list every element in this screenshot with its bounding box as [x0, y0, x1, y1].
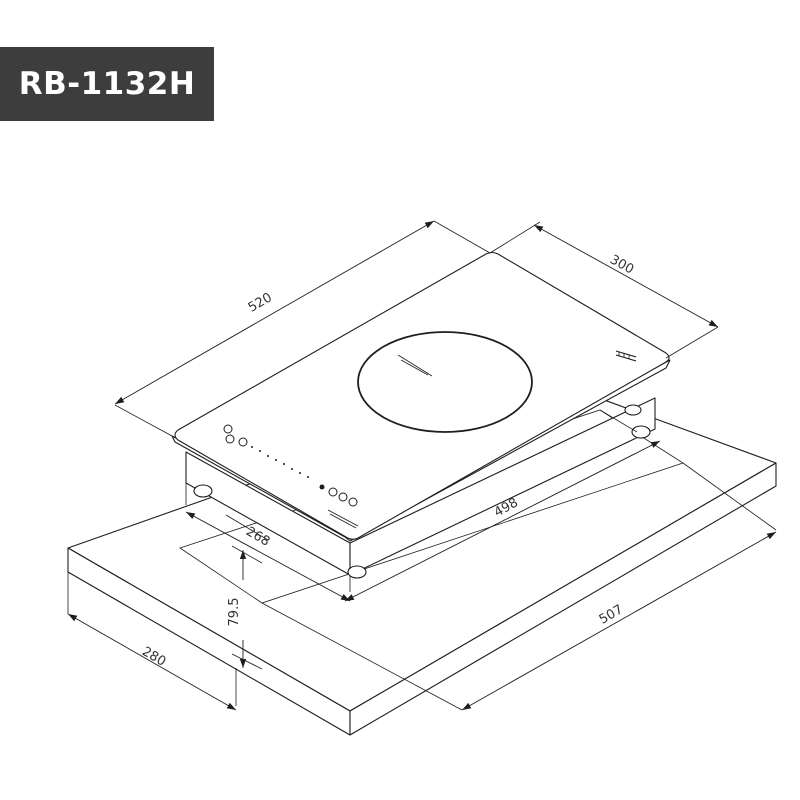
model-label: RB-1132H: [0, 47, 214, 121]
dimension-507: 507: [261, 462, 777, 711]
boost-icon: [348, 497, 358, 507]
minus-icon: [328, 487, 338, 497]
dimension-280-label: 280: [139, 644, 168, 669]
power-slider: [251, 446, 309, 478]
hob-foot-right: [631, 425, 651, 439]
indicator-dot-icon: [319, 484, 325, 490]
hob-foot-front: [347, 565, 367, 579]
plus-icon: [338, 492, 348, 502]
dimension-520-label: 520: [246, 290, 275, 315]
dimension-507-label: 507: [597, 602, 626, 627]
hob-foot-back: [624, 404, 642, 416]
hob-foot-left: [193, 484, 213, 498]
timer-icon: [223, 424, 233, 434]
brand-logo-icon: [615, 350, 637, 362]
dimension-79-5-label: 79.5: [227, 598, 242, 627]
lock-icon: [238, 437, 248, 447]
power-icon: [225, 434, 235, 444]
